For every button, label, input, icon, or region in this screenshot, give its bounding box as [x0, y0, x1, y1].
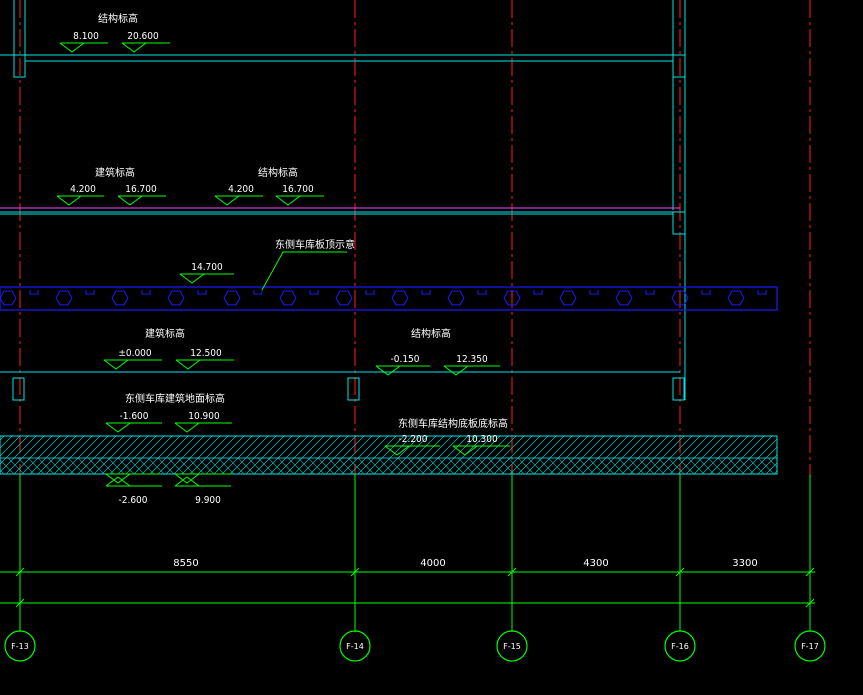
band-notch [197, 290, 207, 295]
band-notch [589, 290, 599, 295]
elevation-triangle [214, 195, 240, 206]
band-notch [85, 290, 95, 295]
elevation-triangle [105, 473, 131, 484]
label-east-floor: 东侧车库建筑地面标高 [125, 392, 225, 405]
grid-lines [19, 0, 811, 640]
axis-f16: F-16 [671, 642, 689, 651]
band-hexagon [559, 290, 577, 306]
elevation-triangle [117, 195, 143, 206]
band-hexagon [727, 290, 745, 306]
band-hexagon [671, 290, 689, 306]
elevation-triangle [452, 445, 478, 456]
elevation-triangle [375, 365, 401, 376]
elev-base-b: 10.300 [466, 434, 498, 445]
band-notch [309, 290, 319, 295]
dim-3300: 3300 [732, 558, 757, 569]
dim-4300: 4300 [583, 558, 608, 569]
label-east-base: 东侧车库结构底板底标高 [398, 417, 508, 430]
band-notch [253, 290, 263, 295]
axis-bubbles [4, 630, 826, 662]
elevation-triangle [175, 359, 201, 370]
elev-band: 14.700 [191, 262, 223, 273]
band-hexagon [167, 290, 185, 306]
elevation-triangle [59, 42, 85, 53]
elevation-triangle [105, 422, 131, 433]
band-hexagon [223, 290, 241, 306]
dim-4000: 4000 [420, 558, 445, 569]
label-level3-struct: 结构标高 [411, 327, 451, 340]
label-band-note: 东侧车库板顶示意 [275, 238, 355, 251]
elevation-triangle [174, 473, 200, 484]
elev-bottom-b: 9.900 [195, 495, 221, 506]
dim-8550: 8550 [173, 558, 198, 569]
band-notch [701, 290, 711, 295]
elevation-triangle [384, 445, 410, 456]
elevation-triangle [443, 365, 469, 376]
band-notch [477, 290, 487, 295]
axis-f14: F-14 [346, 642, 364, 651]
elevation-triangle-up [174, 476, 200, 487]
label-top-structure: 结构标高 [98, 12, 138, 25]
elev-l2-a: 4.200 [70, 184, 96, 195]
elev-top-a: 8.100 [73, 31, 99, 42]
elev-l2-c: 4.200 [228, 184, 254, 195]
elev-base-a: -2.200 [399, 434, 428, 445]
elev-l2-b: 16.700 [125, 184, 157, 195]
base-slab [0, 435, 778, 475]
top-slab [0, 0, 686, 400]
elevation-triangle [179, 273, 205, 284]
band-hexagon [391, 290, 409, 306]
second-slab [0, 211, 685, 235]
band-hexagon [0, 290, 17, 306]
label-level2-arch: 建筑标高 [95, 166, 135, 179]
band-hexagon [335, 290, 353, 306]
label-level3-arch: 建筑标高 [145, 327, 185, 340]
dimension-lines [0, 474, 815, 632]
band-hexagon [503, 290, 521, 306]
elev-l2-d: 16.700 [282, 184, 314, 195]
label-level2-struct: 结构标高 [258, 166, 298, 179]
band-notch [421, 290, 431, 295]
elevation-triangle-up [105, 476, 131, 487]
band-hexagon [111, 290, 129, 306]
elev-l3-d: 12.350 [456, 354, 488, 365]
garage-roof-band [0, 286, 778, 311]
third-slab [0, 371, 685, 401]
band-notch [29, 290, 39, 295]
band-hexagon [279, 290, 297, 306]
elev-top-b: 20.600 [127, 31, 159, 42]
band-notch [533, 290, 543, 295]
band-hexagon [615, 290, 633, 306]
elevation-triangle [103, 359, 129, 370]
band-notch [645, 290, 655, 295]
band-note-leader [261, 251, 347, 291]
elev-floor-b: 10.900 [188, 411, 220, 422]
elevation-triangle [121, 42, 147, 53]
elevation-triangle [275, 195, 301, 206]
axis-f17: F-17 [801, 642, 819, 651]
band-hexagon [447, 290, 465, 306]
elev-bottom-a: -2.600 [119, 495, 148, 506]
axis-f15: F-15 [503, 642, 521, 651]
elev-floor-a: -1.600 [120, 411, 149, 422]
elevation-triangle [174, 422, 200, 433]
band-hexagon [55, 290, 73, 306]
elev-l3-a: ±0.000 [118, 348, 152, 359]
band-notch [365, 290, 375, 295]
elev-l3-c: -0.150 [391, 354, 420, 365]
band-notch [141, 290, 151, 295]
elevation-triangle [56, 195, 82, 206]
elevation-markers [56, 42, 510, 487]
axis-f13: F-13 [11, 642, 29, 651]
band-notch [757, 290, 767, 295]
elev-l3-b: 12.500 [190, 348, 222, 359]
